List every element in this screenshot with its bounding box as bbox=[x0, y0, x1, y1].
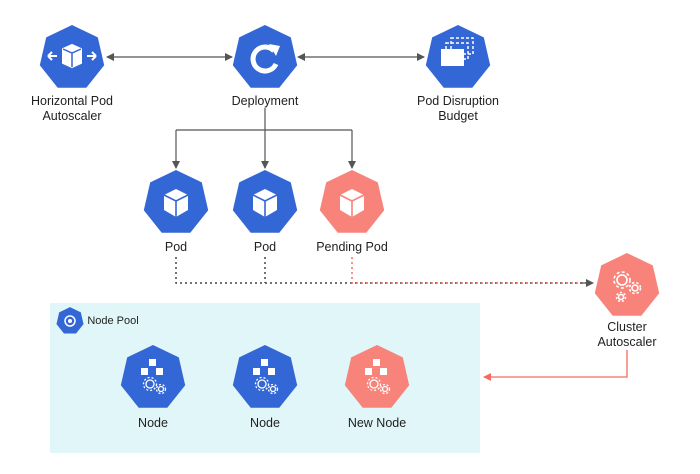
pod2-node bbox=[232, 170, 298, 233]
pod1-label: Pod bbox=[164, 240, 188, 254]
cube-icon bbox=[163, 189, 189, 217]
arrows-cube-icon bbox=[47, 43, 97, 69]
node-pool-label: Node Pool bbox=[87, 315, 139, 327]
pod1-node bbox=[143, 170, 209, 233]
pending-pod-label: Pending Pod bbox=[316, 240, 388, 254]
pdb-node bbox=[425, 25, 491, 88]
cluster-autoscaler-label-line2: Autoscaler bbox=[597, 335, 657, 349]
stacked-windows-icon bbox=[441, 37, 474, 66]
cluster-autoscaler-label-line1: Cluster bbox=[607, 320, 647, 334]
node1-node bbox=[120, 345, 186, 408]
autoscaler-to-pool-connector bbox=[483, 350, 628, 381]
pending-pod-dotted-connector bbox=[351, 257, 590, 284]
hpa-label-line1: Horizontal Pod bbox=[31, 94, 113, 108]
node-icon bbox=[253, 359, 279, 395]
node1-label: Node bbox=[138, 416, 168, 430]
pod1-dotted-connector bbox=[175, 257, 590, 284]
deployment-pods-connector bbox=[175, 108, 353, 168]
deployment-node bbox=[232, 25, 298, 88]
cluster-autoscaler-label: Cluster Autoscaler bbox=[597, 320, 656, 350]
node-icon bbox=[141, 359, 167, 395]
pdb-label: Pod Disruption Budget bbox=[417, 94, 499, 124]
pending-pod-node bbox=[319, 170, 385, 233]
refresh-icon bbox=[250, 44, 280, 74]
hpa-label: Horizontal Pod Autoscaler bbox=[31, 94, 113, 124]
hpa-node bbox=[39, 25, 105, 88]
pod2-label: Pod bbox=[253, 240, 277, 254]
cluster-autoscaler-node bbox=[594, 253, 660, 316]
node2-node bbox=[232, 345, 298, 408]
pdb-label-line2: Budget bbox=[438, 109, 478, 123]
node-icon bbox=[365, 359, 391, 395]
cube-icon bbox=[339, 189, 365, 217]
new-node-label: New Node bbox=[347, 416, 407, 430]
node-pool-icon bbox=[56, 307, 84, 334]
pdb-label-line1: Pod Disruption bbox=[417, 94, 499, 108]
cube-icon bbox=[252, 189, 278, 217]
deployment-label: Deployment bbox=[231, 94, 299, 108]
new-node-node bbox=[344, 345, 410, 408]
connectors bbox=[106, 53, 628, 381]
hpa-label-line2: Autoscaler bbox=[42, 109, 102, 123]
gears-icon bbox=[613, 271, 642, 303]
node2-label: Node bbox=[250, 416, 280, 430]
